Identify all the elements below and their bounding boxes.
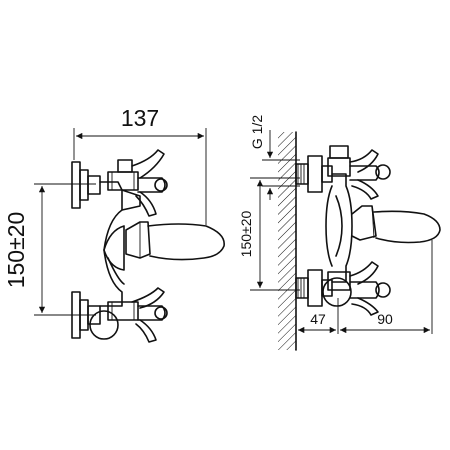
side-body: [322, 173, 353, 307]
side-spout: [351, 205, 441, 244]
front-body: [99, 181, 141, 307]
wall: [278, 131, 297, 351]
side-top-handle: [327, 145, 391, 200]
thread-dimension: G 1/2: [249, 115, 300, 200]
front-view: 137 150±20: [3, 105, 225, 343]
side-view: G 1/2 150±20: [238, 115, 441, 351]
side-height-dimension: 150±20: [238, 177, 300, 291]
front-width-label: 137: [121, 105, 159, 131]
front-spout: [125, 221, 225, 261]
spout-length-label: 90: [377, 311, 393, 327]
front-height-dimension: 150±20: [3, 183, 96, 316]
side-bottom-handle: [327, 261, 391, 316]
lower-connector: [295, 269, 333, 307]
front-bottom-cross-handle: [89, 287, 168, 343]
side-height-label: 150±20: [238, 210, 254, 257]
wall-offset-label: 47: [310, 311, 326, 327]
front-bottom-escutcheon: [71, 291, 101, 339]
front-width-dimension: 137: [73, 105, 207, 225]
side-bottom-dimensions: 47 90: [298, 240, 433, 334]
front-height-label: 150±20: [3, 212, 29, 289]
thread-label: G 1/2: [249, 115, 265, 149]
upper-connector: [295, 155, 333, 193]
front-top-escutcheon: [71, 161, 101, 209]
front-top-cross-handle: [107, 149, 168, 217]
